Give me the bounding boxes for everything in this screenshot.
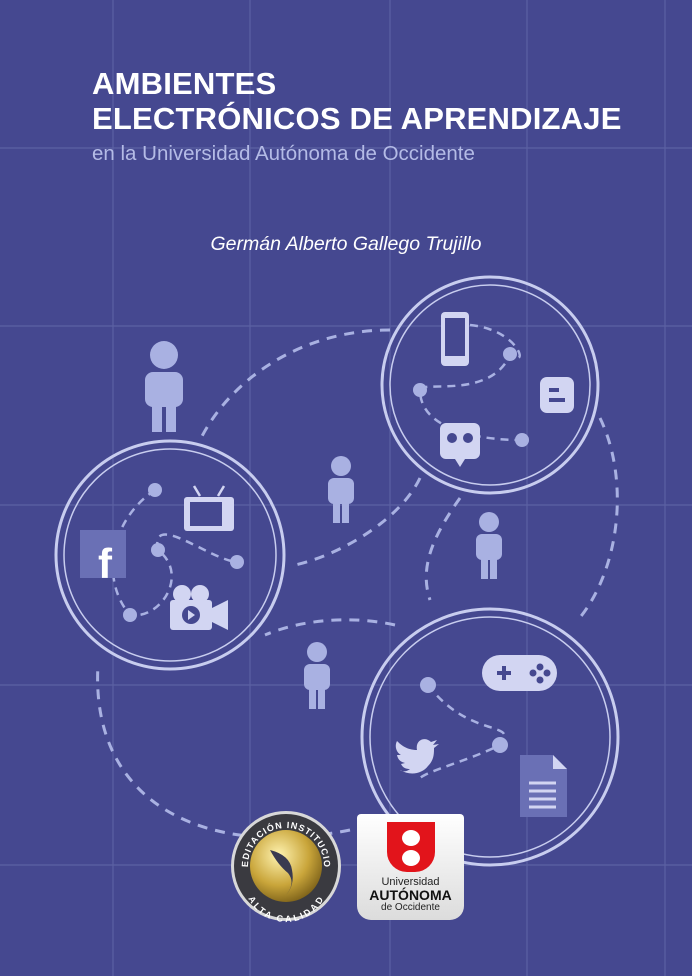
network-circles bbox=[54, 275, 620, 867]
twitter-icon bbox=[395, 739, 439, 774]
person-icon bbox=[304, 642, 330, 709]
chat-robot-icon bbox=[440, 423, 480, 467]
title-line-2: ELECTRÓNICOS DE APRENDIZAJE bbox=[92, 101, 622, 136]
person-icon bbox=[145, 341, 183, 432]
accreditation-seal: ACREDITACIÓN INSTITUCIONAL ALTA CALIDAD bbox=[0, 0, 341, 924]
svg-text:f: f bbox=[98, 540, 113, 587]
logo-line-2: AUTÓNOMA bbox=[369, 887, 452, 903]
gamepad-icon bbox=[482, 655, 557, 691]
logo-mark bbox=[386, 822, 435, 872]
author-name: Germán Alberto Gallego Trujillo bbox=[210, 233, 482, 255]
node-dots bbox=[123, 347, 529, 753]
person-icon bbox=[328, 456, 354, 523]
facebook-icon: f bbox=[80, 530, 126, 587]
university-logo: Universidad AUTÓNOMA de Occidente bbox=[357, 814, 464, 920]
blogger-icon bbox=[540, 377, 574, 413]
title-line-1: AMBIENTES bbox=[92, 66, 277, 101]
document-icon bbox=[520, 755, 567, 817]
person-icon bbox=[476, 512, 502, 579]
book-subtitle: en la Universidad Autónoma de Occidente bbox=[92, 142, 475, 165]
logo-line-3: de Occidente bbox=[381, 902, 440, 913]
tv-icon bbox=[184, 485, 234, 531]
smartphone-icon bbox=[441, 312, 469, 366]
logo-line-1: Universidad bbox=[381, 876, 440, 888]
video-camera-icon bbox=[170, 585, 228, 630]
book-title: AMBIENTES ELECTRÓNICOS DE APRENDIZAJE bbox=[92, 66, 622, 136]
